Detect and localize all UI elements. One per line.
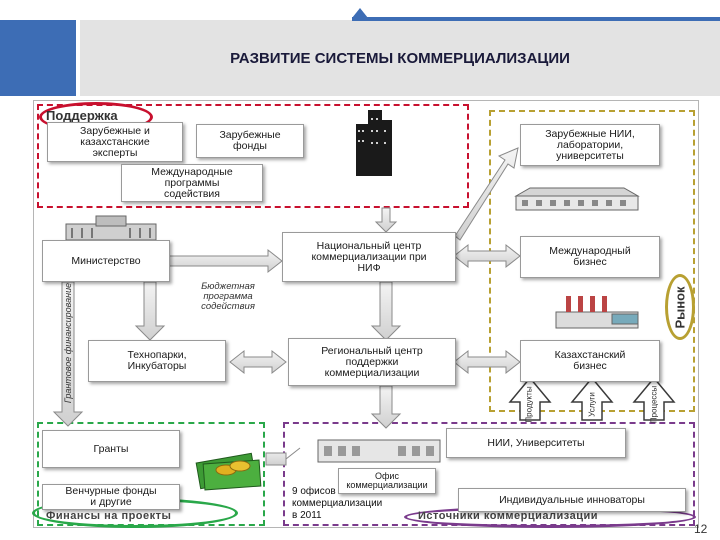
- arrow-national-intl-business: [453, 243, 521, 269]
- grant-funding-label: Грантовое финансирование: [63, 282, 73, 404]
- arrow-ministry-to-technoparks: [134, 281, 166, 341]
- arrow-up-services: [570, 376, 614, 421]
- page-title: РАЗВИТИЕ СИСТЕМЫ КОММЕРЦИАЛИЗАЦИИ: [230, 50, 570, 67]
- box-intl-business: Международный бизнес: [520, 236, 660, 278]
- money-icon: [195, 452, 262, 491]
- box-individual-innovators: Индивидуальные инноваторы: [458, 488, 686, 512]
- services-label: Услуги: [587, 392, 597, 417]
- market-oval: [665, 274, 695, 340]
- arrow-technoparks-regional: [229, 349, 287, 375]
- box-regional-center: Региональный центр поддержки коммерциали…: [288, 338, 456, 386]
- box-national-center: Национальный центр коммерциализации при …: [282, 232, 456, 282]
- finance-label: Финансы на проекты: [46, 510, 172, 522]
- budget-program-label: Бюджетная программа содействия: [201, 281, 255, 312]
- box-foreign-research: Зарубежные НИИ, лаборатории, университет…: [520, 124, 660, 166]
- diagram-frame: [33, 100, 699, 528]
- ministry-building-icon: [65, 215, 157, 241]
- arrow-regional-kz-business: [453, 349, 521, 375]
- box-commercialization-office: Офис коммерциализации: [338, 468, 436, 494]
- header-top-line: [352, 17, 720, 21]
- warehouse-icon: [514, 187, 640, 211]
- sources-label: Источники коммерциализации: [418, 510, 598, 522]
- box-research-univ: НИИ, Университеты: [446, 428, 626, 458]
- box-venture-funds: Венчурные фонды и другие: [42, 484, 180, 510]
- box-foreign-experts: Зарубежные и казахстанские эксперты: [47, 122, 183, 162]
- header-accent-block: [0, 20, 76, 96]
- arrow-support-to-national: [374, 207, 398, 233]
- arrow-grant-funding: [52, 281, 84, 427]
- arrow-up-products: [508, 376, 552, 421]
- box-intl-programs: Международные программы содействия: [121, 164, 263, 202]
- arrow-sources-to-finance: [265, 447, 301, 466]
- arrow-up-processes: [632, 376, 676, 421]
- arrow-regional-to-sources: [370, 385, 402, 429]
- products-label: Продукты: [524, 386, 534, 423]
- support-group: [37, 104, 469, 208]
- box-kz-business: Казахстанский бизнес: [520, 340, 660, 382]
- arrow-ministry-to-national: [167, 248, 283, 274]
- box-ministry: Министерство: [42, 240, 170, 282]
- box-technoparks: Технопарки, Инкубаторы: [88, 340, 226, 382]
- box-grants: Гранты: [42, 430, 180, 468]
- offices-note: 9 офисов коммерциализации в 2011: [292, 486, 383, 521]
- box-foreign-funds: Зарубежные фонды: [196, 124, 304, 158]
- skyscraper-icon: [356, 110, 392, 176]
- arrow-national-to-foreign: [454, 147, 519, 241]
- university-building-icon: [317, 439, 441, 463]
- support-label: Поддержка: [46, 108, 118, 123]
- processes-label: Процессы: [649, 385, 659, 424]
- page-number: 12: [694, 522, 708, 536]
- header-top-notch: [352, 8, 368, 18]
- header-title-band: [80, 20, 720, 96]
- factory-icon: [555, 296, 639, 329]
- arrow-national-to-regional: [370, 281, 402, 341]
